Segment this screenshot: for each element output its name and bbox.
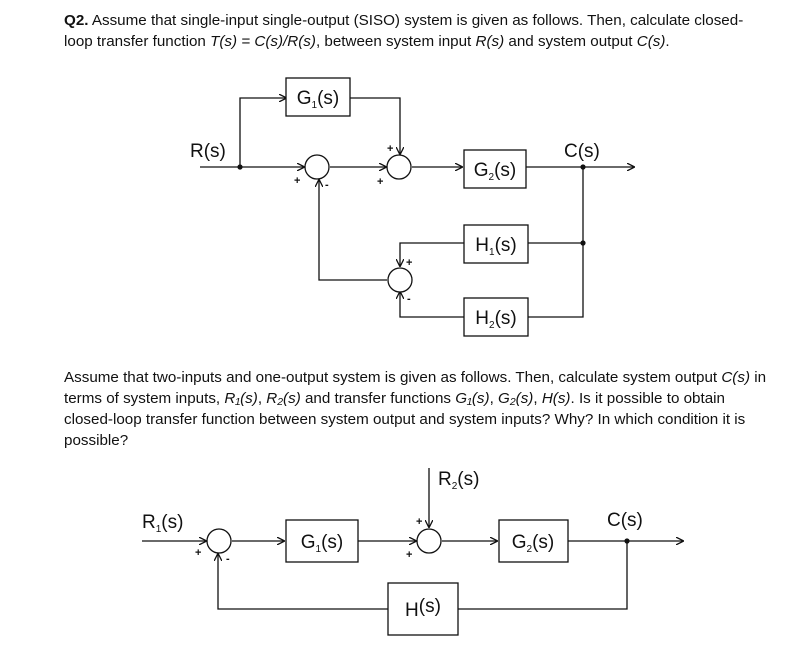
wire-feedforward-to-g1 [239,98,286,167]
sign-s1-left: + [294,175,300,187]
input-label-r: R(s) [190,141,226,162]
svg-text:G2(s): G2(s) [474,160,517,183]
part2-text-d: . Is it possible to obtain closed-loop t… [64,390,746,449]
wire-h2-to-sum3 [400,292,464,318]
summing-junction-2 [416,528,442,554]
pickoff-dot [624,538,630,544]
part2-comma-2: , [489,390,499,407]
pickoff-dot [580,240,586,246]
output-label-c: C(s) [564,141,600,162]
input-label-r1: R1(s) [142,512,183,535]
pickoff-dot [580,164,586,170]
svg-text:H1(s): H1(s) [475,235,516,258]
question-text: Q2. Assume that single-input single-outp… [64,10,770,52]
block-h: H(s) [387,582,459,636]
pickoff-dot [237,164,243,170]
wire-h-to-sum1 [218,554,388,610]
block-h1: H1(s) [463,224,529,264]
diagram-1: G1(s) G2(s) H1(s) H2(s) R(s) C(s) + - + … [190,77,634,337]
part2-c-symbol: C(s) [721,369,751,386]
part2-text-c: and transfer functions [300,390,456,407]
diagram-2: G1(s) G2(s) H(s) R1(s) R2(s) C(s) + - + … [142,468,683,636]
part2-text-b: in terms of system inputs, [64,369,767,407]
summing-junction-1 [206,528,232,554]
wire-output-down [528,167,584,318]
sign-s3-top: + [406,257,412,269]
svg-text:H2(s): H2(s) [475,308,516,331]
wire-sum3-to-sum1 [319,180,387,281]
question-number: Q2. [64,12,89,29]
sign-s2-top: + [416,516,422,528]
question-intro-2: , between system input [315,33,476,50]
svg-text:G1(s): G1(s) [301,532,344,555]
output-label-c: C(s) [607,510,643,531]
question-intro-3: and system output [504,33,637,50]
block-h2: H2(s) [463,297,529,337]
summing-junction-1 [304,154,330,180]
part2-comma-1: , [257,390,267,407]
sign-s3-bottom: - [407,293,411,305]
question-intro-1: Assume that single-input single-output (… [64,12,744,50]
output-symbol: C(s) [636,33,666,50]
part2-r2-symbol: R₂(s) [266,390,301,407]
wire-output-to-h [458,541,628,610]
svg-text:G1(s): G1(s) [297,88,340,111]
sign-s1-bottom: - [226,553,230,565]
part2-comma-3: , [533,390,542,407]
wire-g1-to-sum2 [350,97,400,154]
summing-junction-3 [387,267,413,293]
svg-text:G2(s): G2(s) [512,532,555,555]
block-g1: G1(s) [285,77,351,117]
part2-r1-symbol: R₁(s) [224,390,258,407]
wire-h1-to-sum3 [400,242,464,266]
block-g1: G1(s) [285,519,359,563]
question-intro-end: . [665,33,670,50]
part2-g2-symbol: G₂(s) [498,390,534,407]
input-label-r2: R2(s) [438,469,479,492]
part2-h-symbol: H(s) [541,390,571,407]
part2-g1-symbol: G₁(s) [455,390,490,407]
sign-s2-left: + [406,549,412,561]
sign-s1-left: + [195,547,201,559]
transfer-function-expr: T(s) = C(s)/R(s) [210,33,316,50]
sign-s2-left: + [377,176,383,188]
part2-text: Assume that two-inputs and one-output sy… [64,367,770,451]
part2-text-a: Assume that two-inputs and one-output sy… [64,369,722,386]
input-symbol: R(s) [475,33,505,50]
sign-s1-bottom: - [325,179,329,191]
block-g2: G2(s) [463,149,527,189]
sign-s2-top: + [387,143,393,155]
summing-junction-2 [386,154,412,180]
block-g2: G2(s) [498,519,569,563]
svg-text:H(s): H(s) [405,596,441,621]
